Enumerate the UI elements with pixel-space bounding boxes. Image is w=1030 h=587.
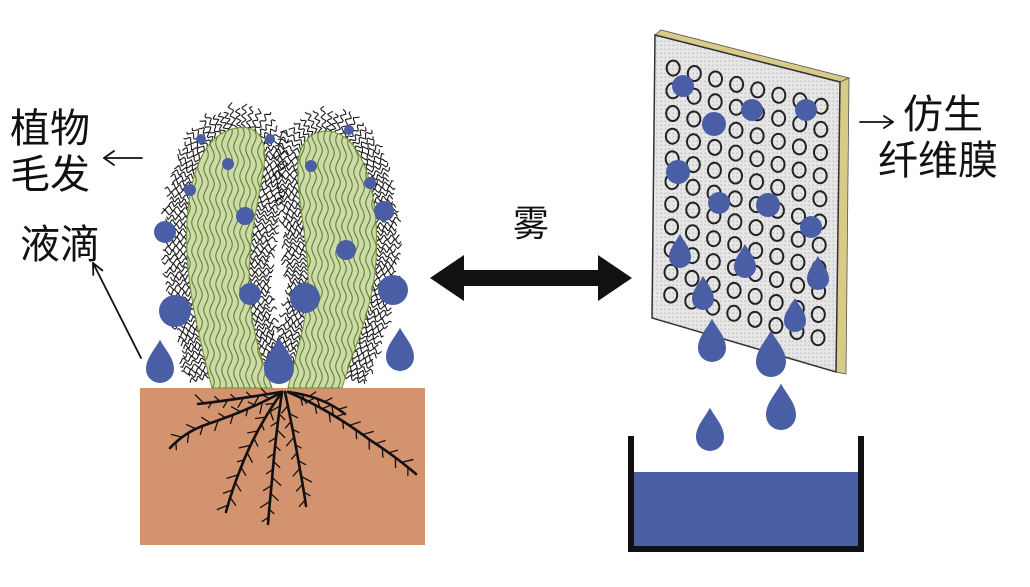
falling-droplet xyxy=(696,408,724,451)
plant-hair xyxy=(166,284,190,291)
plant-hair xyxy=(162,254,188,260)
plant-hair xyxy=(331,114,338,132)
droplet xyxy=(702,112,726,136)
root-twig xyxy=(266,404,274,405)
droplet-arrow xyxy=(93,263,141,358)
plant-hair xyxy=(249,272,271,277)
plant-hair xyxy=(163,258,188,264)
plant-hair xyxy=(205,114,221,135)
droplet xyxy=(800,216,822,238)
plant-hair-label-line1: 植物 xyxy=(10,106,90,152)
plant-hair xyxy=(169,202,189,208)
plant-hair xyxy=(257,206,278,214)
membrane-label-line1: 仿生 xyxy=(903,92,983,138)
droplet xyxy=(336,240,356,260)
droplet xyxy=(344,125,354,135)
plant-hair xyxy=(249,264,273,269)
droplet xyxy=(672,75,694,97)
plant-hair xyxy=(377,240,401,245)
plant-hair xyxy=(236,108,242,127)
droplet xyxy=(154,221,176,243)
plant-hair xyxy=(377,244,402,249)
plant-hair xyxy=(171,275,189,281)
droplet-label: 液滴 xyxy=(20,222,100,268)
plant-hair xyxy=(241,104,246,127)
membrane-illustration: 仿生 纤维膜 xyxy=(652,30,998,374)
plant-hair xyxy=(265,160,288,166)
plant-hair xyxy=(167,215,187,219)
droplet xyxy=(756,193,780,217)
plant-hair xyxy=(265,145,284,151)
droplet xyxy=(222,158,234,170)
plant-hair xyxy=(168,288,190,295)
root-twig xyxy=(356,430,357,439)
plant-hair xyxy=(247,107,253,128)
plant-hair xyxy=(166,250,187,255)
droplet xyxy=(374,201,394,221)
plant-hair xyxy=(327,112,333,132)
droplet-arrow-shaft xyxy=(93,263,141,358)
droplet xyxy=(666,160,690,184)
fog-exchange: 雾 xyxy=(430,204,632,301)
droplet xyxy=(378,275,408,305)
droplet xyxy=(239,283,261,305)
falling-droplet xyxy=(766,384,796,431)
plant-illustration xyxy=(140,103,425,545)
droplet xyxy=(196,134,206,144)
plant-hair xyxy=(290,279,308,284)
droplet xyxy=(184,184,196,196)
plant-hair xyxy=(301,120,313,136)
droplet xyxy=(708,192,730,214)
plant-hair xyxy=(182,362,207,371)
plant-hair xyxy=(285,225,303,231)
plant-hair xyxy=(374,195,393,202)
droplet xyxy=(159,295,191,327)
plant-hair xyxy=(163,246,187,251)
droplet xyxy=(305,160,317,172)
fog-label: 雾 xyxy=(513,204,549,245)
membrane-arrow xyxy=(860,116,893,128)
plant-hair xyxy=(321,107,327,132)
membrane-label-line2: 纤维膜 xyxy=(878,138,998,184)
plant-hair xyxy=(282,220,303,227)
plant-hair xyxy=(162,210,188,216)
plant-hair xyxy=(375,269,395,275)
root-twig xyxy=(382,448,383,457)
droplet-teardrop xyxy=(146,340,174,383)
plant-hair-label-group: 植物 毛发 xyxy=(10,106,142,198)
double-arrow-icon xyxy=(430,255,632,301)
plant-hair xyxy=(366,315,391,325)
plant-hair xyxy=(285,275,308,279)
droplet xyxy=(290,283,320,313)
plant-hair xyxy=(376,252,400,257)
droplet xyxy=(741,99,763,121)
root-twig xyxy=(343,421,344,428)
droplet xyxy=(364,177,376,189)
droplet xyxy=(265,134,275,144)
plant-hair xyxy=(282,242,306,248)
plant-hair-label-line2: 毛发 xyxy=(10,152,90,198)
plant-hair xyxy=(361,150,379,160)
droplet-label-group: 液滴 xyxy=(20,222,141,358)
plant-hair xyxy=(182,345,201,353)
plant-hair xyxy=(377,248,396,253)
plant-hair xyxy=(376,226,396,231)
plant-hair xyxy=(376,222,396,227)
plant-hair-arrow xyxy=(104,151,142,165)
plant-hair xyxy=(255,326,278,335)
droplet xyxy=(236,207,254,225)
droplet-teardrop xyxy=(386,328,414,371)
collected-water xyxy=(633,472,859,547)
droplet xyxy=(795,99,817,121)
plant-hair xyxy=(294,123,309,139)
plant-hair xyxy=(376,231,396,236)
plant-hair xyxy=(274,174,298,179)
plant-hair xyxy=(163,206,188,212)
